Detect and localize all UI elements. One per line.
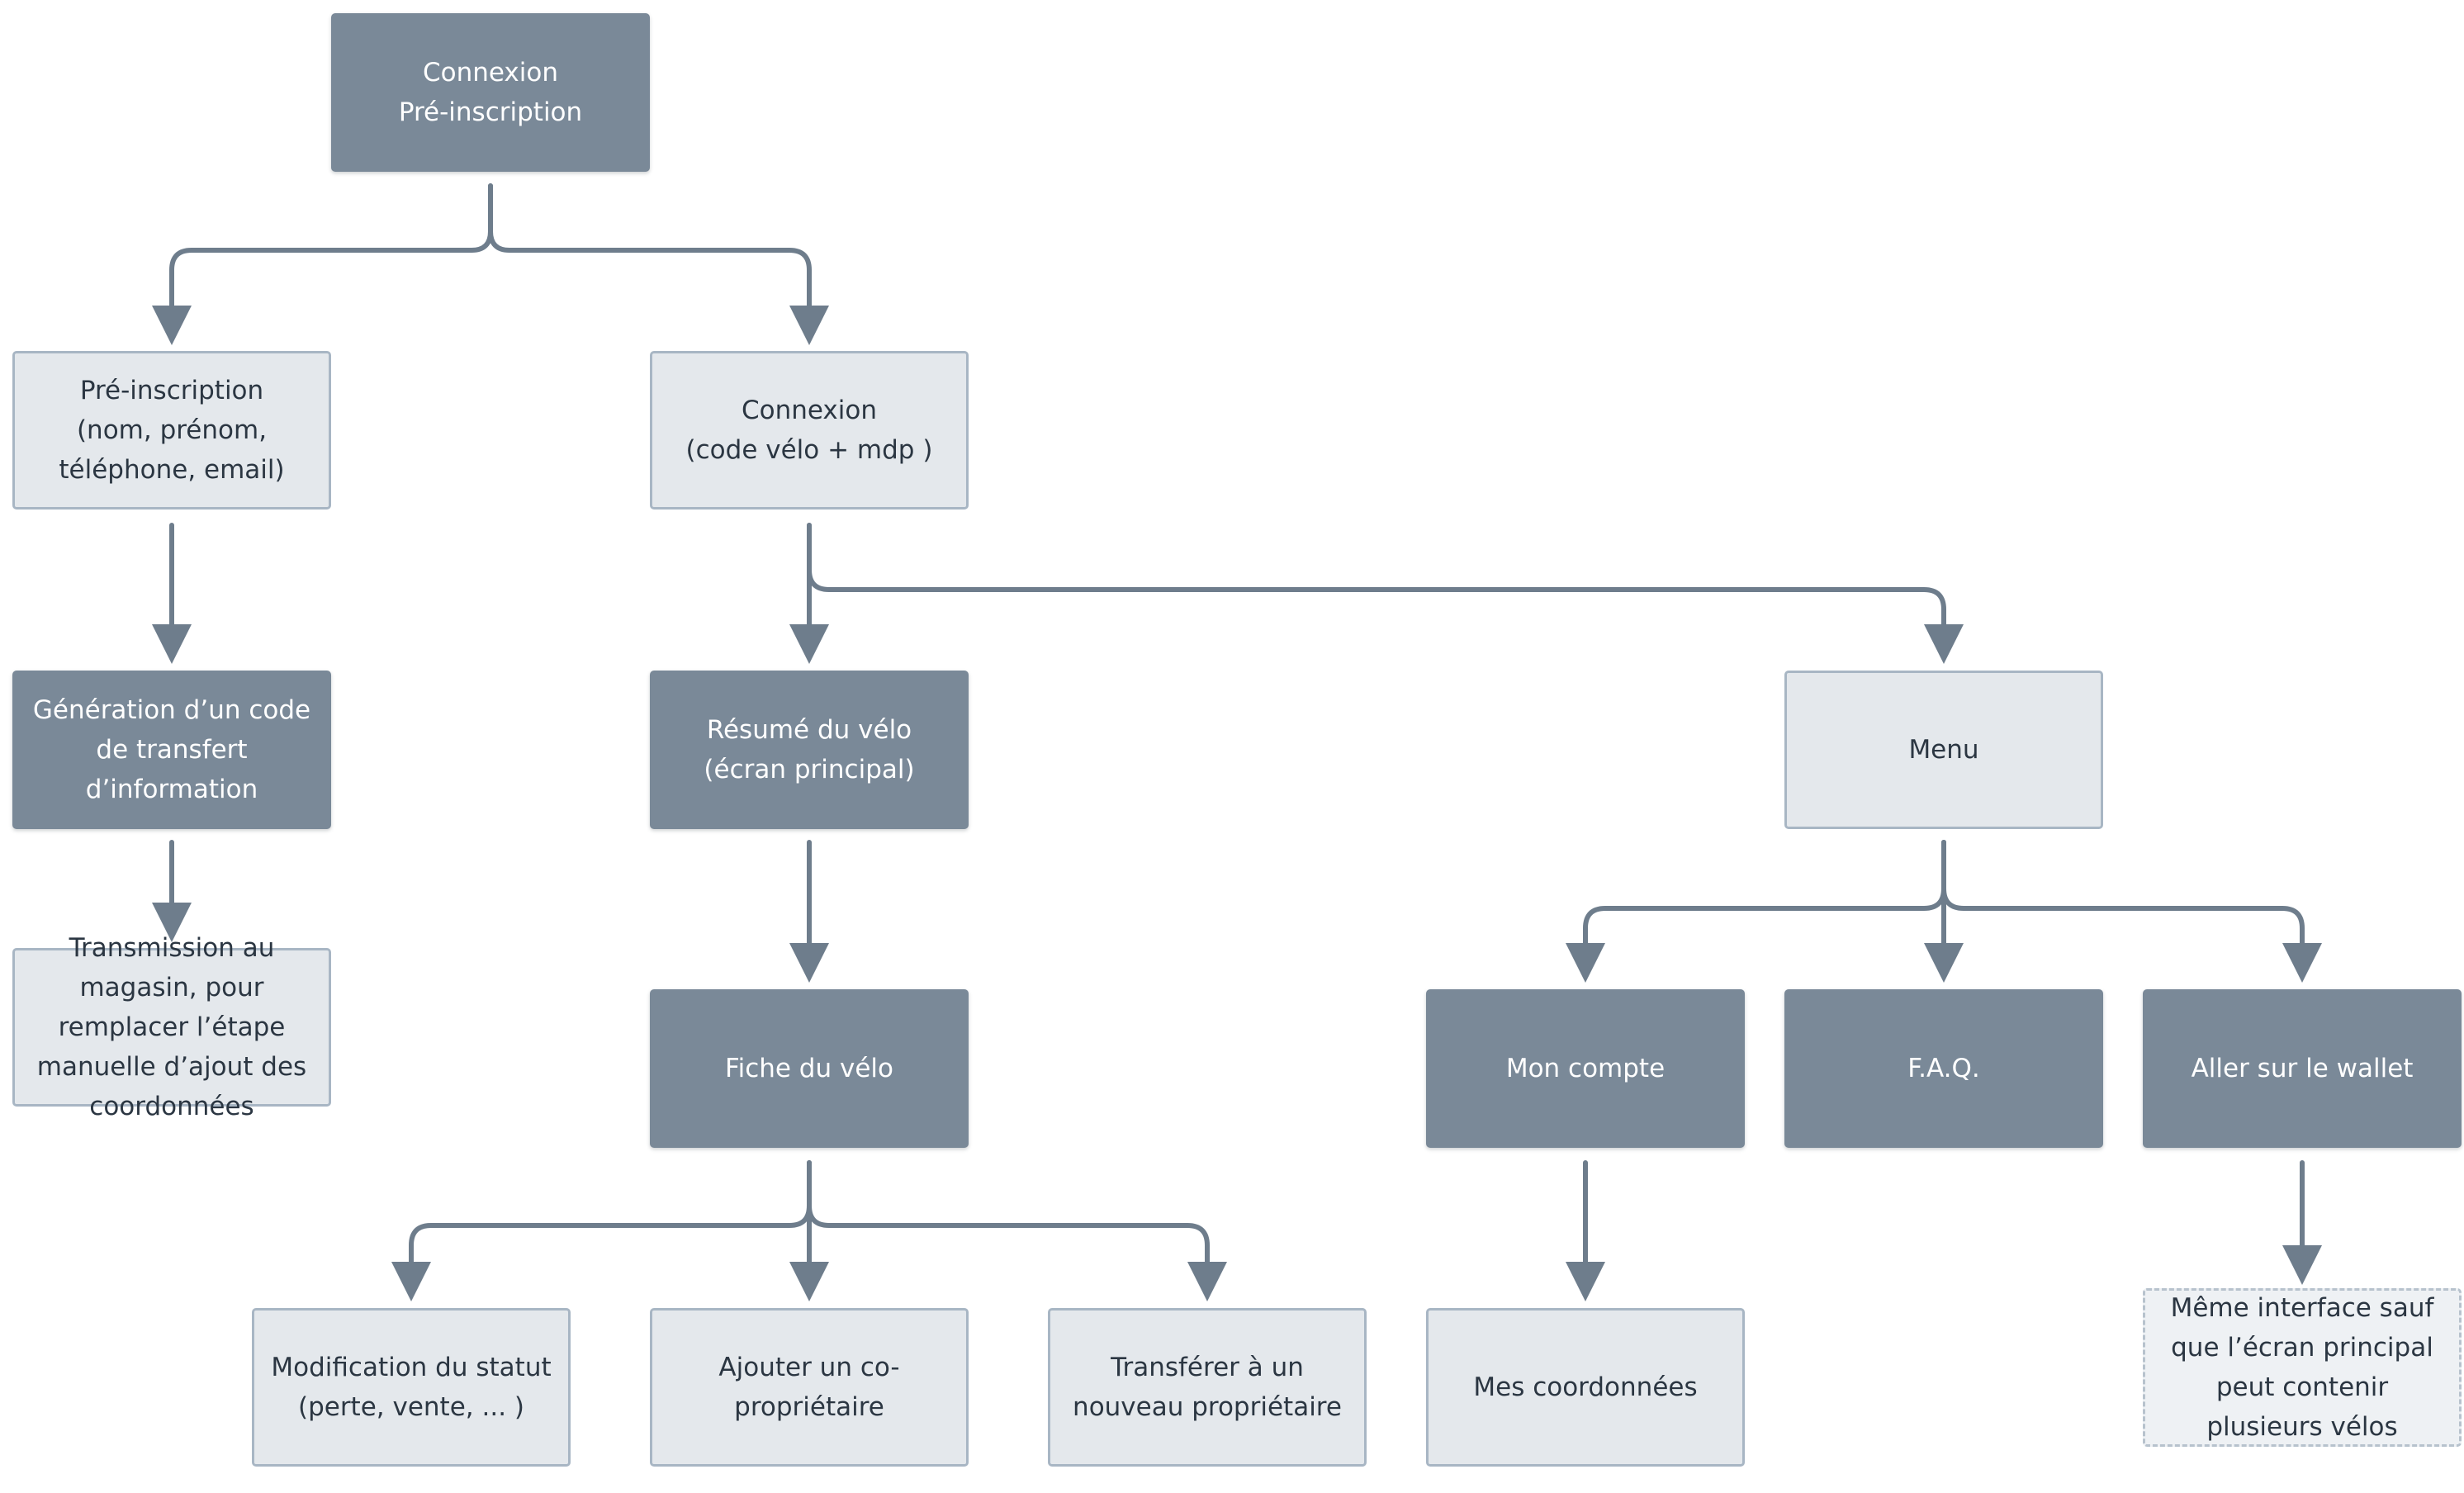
node-meme-interface: Même interface sauf que l’écran principa… — [2143, 1288, 2462, 1447]
node-mes-coordonnees: Mes coordonnées — [1426, 1308, 1745, 1467]
node-menu: Menu — [1784, 671, 2103, 829]
node-generation-code: Génération d’un code de transfert d’info… — [12, 671, 331, 829]
node-ajouter-coproprietaire: Ajouter un co- propriétaire — [650, 1308, 969, 1467]
node-aller-wallet: Aller sur le wallet — [2143, 989, 2462, 1148]
connector-fiche-modification — [391, 1160, 812, 1301]
node-preinscription: Pré-inscription (nom, prénom, téléphone,… — [12, 351, 331, 510]
node-mon-compte: Mon compte — [1426, 989, 1745, 1148]
node-faq: F.A.Q. — [1784, 989, 2103, 1148]
node-root-connexion-preinscription: Connexion Pré-inscription — [331, 13, 650, 172]
connector-menu-moncompte — [1566, 840, 1946, 983]
node-transferer-proprietaire: Transférer à un nouveau propriétaire — [1048, 1308, 1367, 1467]
connector-fiche-transferer — [807, 1160, 1227, 1301]
node-connexion: Connexion (code vélo + mdp ) — [650, 351, 969, 510]
node-modification-statut: Modification du statut (perte, vente, ..… — [252, 1308, 571, 1467]
node-resume-velo: Résumé du vélo (écran principal) — [650, 671, 969, 829]
node-fiche-velo: Fiche du vélo — [650, 989, 969, 1148]
connector-menu-wallet — [1941, 840, 2322, 983]
node-transmission-magasin: Transmission au magasin, pour remplacer … — [12, 933, 331, 1121]
connector-root-preinscription — [152, 183, 493, 345]
connector-connexion-menu — [807, 523, 1964, 664]
connector-root-connexion — [488, 183, 829, 345]
